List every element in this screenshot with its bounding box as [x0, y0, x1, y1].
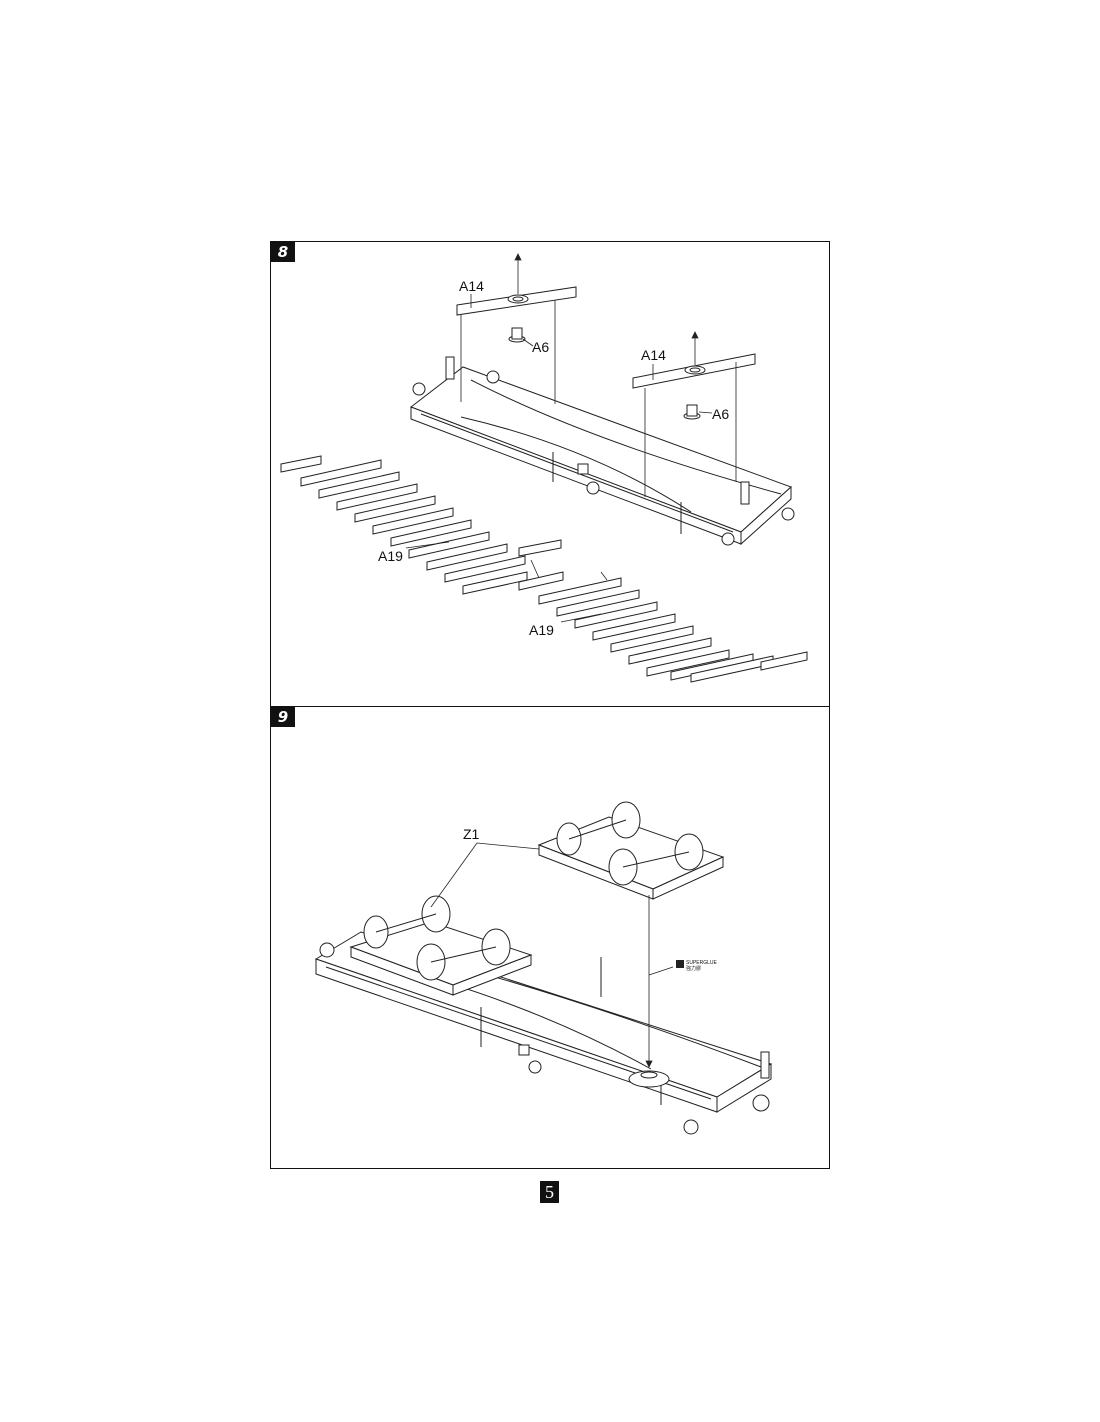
a14-plate-right — [632, 353, 756, 389]
step-number-badge: 8 — [271, 242, 295, 262]
label-a19-right: A19 — [529, 622, 554, 638]
glue-cn-text: 強力膠 — [686, 965, 701, 972]
wagon-frame-body — [409, 356, 795, 546]
label-z1: Z1 — [463, 826, 480, 842]
a6-pivot-right — [683, 404, 701, 420]
page-number: 5 — [540, 1181, 559, 1203]
step-8-diagram: A14 A6 A14 A6 A19 A19 — [280, 253, 808, 683]
label-a6-right: A6 — [712, 406, 729, 422]
glue-brand-text: SUPERGLUE — [686, 960, 718, 966]
a19-sleepers-right — [518, 571, 808, 683]
superglue-icon: SUPERGLUE 強力膠 — [676, 960, 718, 972]
step-number-badge: 9 — [271, 707, 295, 727]
label-a14-left: A14 — [459, 278, 484, 294]
a14-plate-left — [456, 286, 577, 316]
step-9-diagram: SUPERGLUE 強力膠 Z1 — [314, 801, 773, 1135]
a19-sleepers-left — [280, 455, 562, 595]
z1-bogie-mounted — [349, 895, 533, 996]
a6-pivot-left — [508, 327, 526, 343]
label-a19-left: A19 — [378, 548, 403, 564]
label-a6-left: A6 — [532, 339, 549, 355]
step-8-panel: 8 — [270, 241, 830, 708]
step-9-panel: 9 — [270, 706, 830, 1169]
z1-bogie-detached — [537, 801, 725, 900]
label-a14-right: A14 — [641, 347, 666, 363]
